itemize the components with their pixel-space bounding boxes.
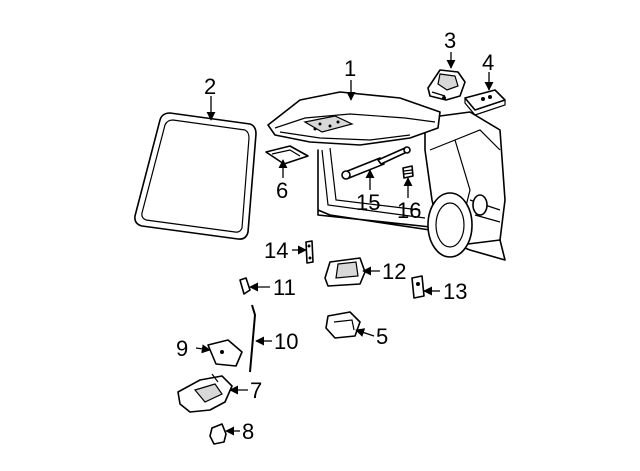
- part-9-actuator: [207, 339, 243, 367]
- part-12-handle: [324, 257, 366, 287]
- vehicle-body-rear: [317, 111, 506, 261]
- callout-1: 1: [344, 56, 356, 81]
- callout-9: 9: [176, 336, 188, 361]
- part-11-clip: [239, 277, 251, 295]
- callout-16: 16: [397, 198, 421, 223]
- callout-12: 12: [382, 259, 406, 284]
- part-10-rod: [249, 304, 257, 373]
- part-1-liftgate: [267, 91, 441, 146]
- callout-13: 13: [443, 279, 467, 304]
- part-7-latch-assembly: [177, 373, 233, 413]
- part-16-bumper: [402, 165, 414, 179]
- leader-lines: [195, 52, 494, 436]
- callout-6: 6: [276, 178, 288, 203]
- part-5-latch: [325, 311, 361, 339]
- callout-11: 11: [273, 275, 296, 300]
- callout-7: 7: [250, 378, 262, 403]
- callout-10: 10: [274, 329, 298, 354]
- part-8-cap: [209, 423, 227, 445]
- part-4-pad: [464, 89, 506, 116]
- callout-3: 3: [444, 28, 456, 53]
- callout-5: 5: [376, 324, 388, 349]
- callout-14: 14: [264, 238, 288, 263]
- part-14-striker: [305, 240, 314, 264]
- part-3-hinge: [427, 69, 466, 101]
- callout-8: 8: [242, 419, 254, 444]
- part-15-support-strut: [341, 146, 411, 180]
- part-13-switch: [411, 275, 425, 299]
- callout-15: 15: [356, 190, 380, 215]
- callout-2: 2: [204, 74, 216, 99]
- part-2-glass-weatherstrip: [134, 112, 257, 240]
- callout-labels: 1 2 3 4 5 6 7 8 9 10 11 12 13 14 15 16: [176, 28, 494, 444]
- part-6-bracket: [265, 145, 309, 165]
- callout-4: 4: [482, 50, 494, 75]
